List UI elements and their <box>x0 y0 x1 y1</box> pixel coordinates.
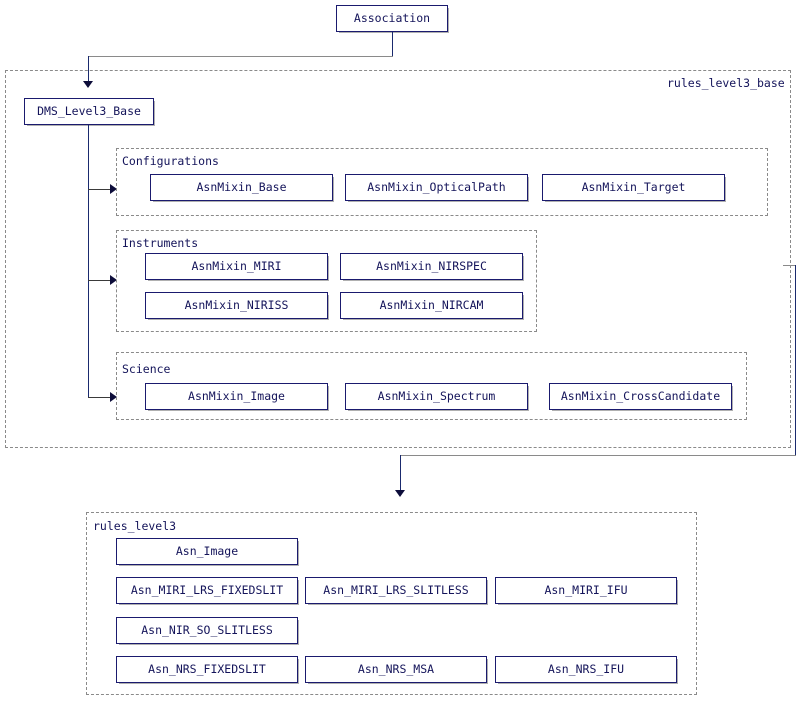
edge-association-to-dms <box>88 56 89 82</box>
node-asnmixin-nircam[interactable]: AsnMixin_NIRCAM <box>340 292 523 319</box>
edge-to-rules-right <box>783 265 796 266</box>
edge-branch-configurations <box>88 189 112 190</box>
arrowhead-branch-instruments <box>110 275 117 285</box>
node-asnmixin-niriss[interactable]: AsnMixin_NIRISS <box>145 292 328 319</box>
node-association[interactable]: Association <box>336 5 448 32</box>
edge-branch-science <box>88 397 112 398</box>
node-dms-level3-base[interactable]: DMS_Level3_Base <box>24 98 154 125</box>
cluster-rules-level3-base <box>5 70 791 448</box>
arrowhead-association-to-dms <box>83 81 93 88</box>
cluster-label-science: Science <box>122 362 171 376</box>
cluster-configurations <box>116 148 768 216</box>
node-asn-nrs-ifu[interactable]: Asn_NRS_IFU <box>495 656 677 683</box>
edge-branch-instruments <box>88 280 112 281</box>
node-asnmixin-crosscandidate[interactable]: AsnMixin_CrossCandidate <box>549 383 732 410</box>
node-asnmixin-nirspec[interactable]: AsnMixin_NIRSPEC <box>340 253 523 280</box>
cluster-label-rules-level3-base: rules_level3_base <box>667 76 785 90</box>
node-asnmixin-target[interactable]: AsnMixin_Target <box>542 174 725 201</box>
cluster-rules-level3 <box>86 512 697 695</box>
node-asn-image[interactable]: Asn_Image <box>116 538 298 565</box>
arrowhead-branch-configurations <box>110 184 117 194</box>
node-asnmixin-spectrum[interactable]: AsnMixin_Spectrum <box>345 383 528 410</box>
node-asn-nrs-fixedslit[interactable]: Asn_NRS_FIXEDSLIT <box>116 656 298 683</box>
edge-association-down <box>392 32 393 56</box>
node-asn-nir-so-slitless[interactable]: Asn_NIR_SO_SLITLESS <box>116 617 298 644</box>
edge-dms-trunk <box>88 125 89 397</box>
edge-association-left <box>88 56 393 57</box>
node-asnmixin-base[interactable]: AsnMixin_Base <box>150 174 333 201</box>
cluster-instruments <box>116 230 537 332</box>
cluster-science <box>116 352 747 420</box>
node-asnmixin-opticalpath[interactable]: AsnMixin_OpticalPath <box>345 174 528 201</box>
arrowhead-branch-science <box>110 392 117 402</box>
node-asn-nrs-msa[interactable]: Asn_NRS_MSA <box>305 656 487 683</box>
edge-to-rules-enter <box>400 455 401 491</box>
cluster-label-configurations: Configurations <box>122 154 219 168</box>
edge-to-rules-down <box>795 265 796 455</box>
cluster-label-rules-level3: rules_level3 <box>93 519 177 533</box>
node-asn-miri-ifu[interactable]: Asn_MIRI_IFU <box>495 577 677 604</box>
node-asnmixin-image[interactable]: AsnMixin_Image <box>145 383 328 410</box>
node-asn-miri-lrs-slitless[interactable]: Asn_MIRI_LRS_SLITLESS <box>305 577 487 604</box>
edge-to-rules-left <box>400 455 796 456</box>
node-asn-miri-lrs-fixedslit[interactable]: Asn_MIRI_LRS_FIXEDSLIT <box>116 577 298 604</box>
arrowhead-to-rules-level3 <box>395 490 405 497</box>
node-asnmixin-miri[interactable]: AsnMixin_MIRI <box>145 253 328 280</box>
cluster-label-instruments: Instruments <box>122 236 199 250</box>
